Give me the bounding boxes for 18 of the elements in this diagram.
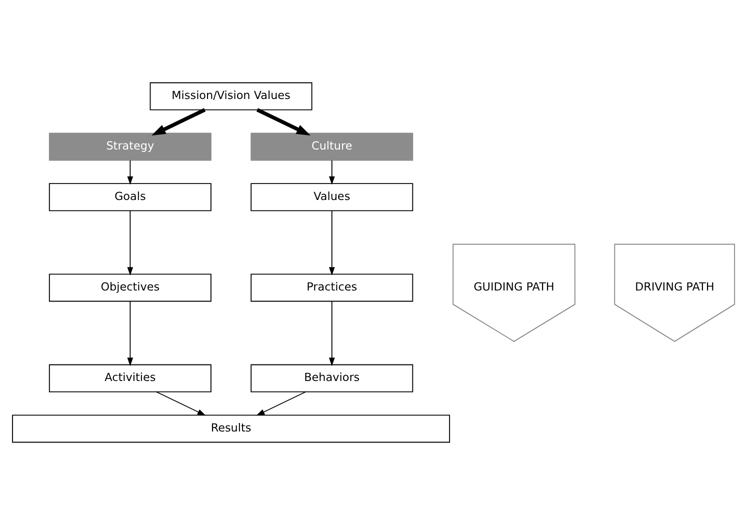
arrow [328,210,335,275]
node-box: Results [12,414,450,442]
arrow [156,390,206,416]
arrow [127,159,134,184]
node-box: Strategy [48,132,212,160]
arrow [256,390,306,416]
node-box: Goals [48,182,212,211]
arrow [328,300,335,366]
arrow [328,159,335,184]
node-box: Culture [250,132,414,160]
node-box: Practices [250,273,414,302]
node-box: Behaviors [250,364,414,392]
node-box: Values [250,182,414,211]
node-box: Mission/Vision Values [150,82,312,110]
arrow [127,300,134,366]
node-box: Objectives [48,273,212,302]
arrow [127,210,134,275]
node-box: Activities [48,364,212,392]
